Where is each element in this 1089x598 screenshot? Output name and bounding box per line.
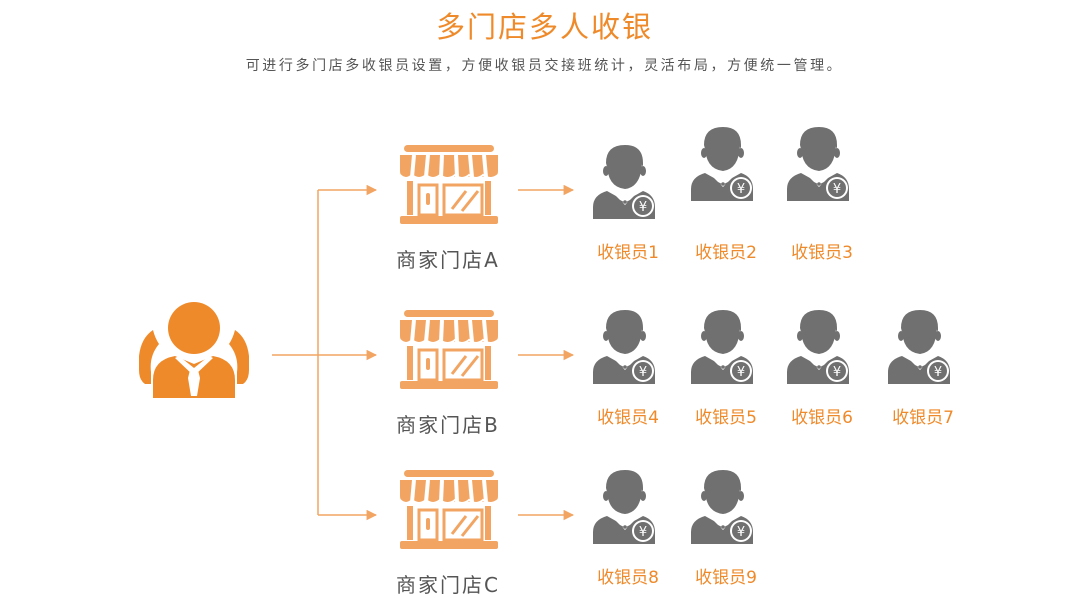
cashier-icon — [593, 145, 655, 219]
cashier-icon — [691, 127, 753, 201]
storefront-icon — [398, 468, 500, 551]
cashier-icon — [691, 470, 753, 544]
page-title: 多门店多人收银 — [435, 10, 653, 44]
cashier-label: 收银员4 — [597, 408, 659, 428]
cashier-label: 收银员9 — [695, 568, 757, 588]
store-label: 商家门店C — [396, 573, 500, 597]
cashier-icon — [691, 310, 753, 384]
storefront-icon — [398, 308, 500, 391]
cashier-icon — [787, 127, 849, 201]
store-label: 商家门店A — [396, 248, 500, 272]
cashier-label: 收银员5 — [695, 408, 757, 428]
cashier-icon — [593, 310, 655, 384]
cashier-label: 收银员6 — [791, 408, 853, 428]
cashier-label: 收银员1 — [597, 243, 659, 263]
page-subtitle: 可进行多门店多收银员设置，方便收银员交接班统计，灵活布局，方便统一管理。 — [245, 58, 844, 74]
cashier-icon — [888, 310, 950, 384]
cashier-icon — [787, 310, 849, 384]
manager-icon — [139, 302, 249, 398]
cashier-icon — [593, 470, 655, 544]
cashier-label: 收银员2 — [695, 243, 757, 263]
store-label: 商家门店B — [396, 413, 500, 437]
cashier-label: 收银员7 — [892, 408, 954, 428]
storefront-icon — [398, 143, 500, 226]
cashier-label: 收银员8 — [597, 568, 659, 588]
cashier-label: 收银员3 — [791, 243, 853, 263]
connector-lines — [272, 184, 575, 521]
